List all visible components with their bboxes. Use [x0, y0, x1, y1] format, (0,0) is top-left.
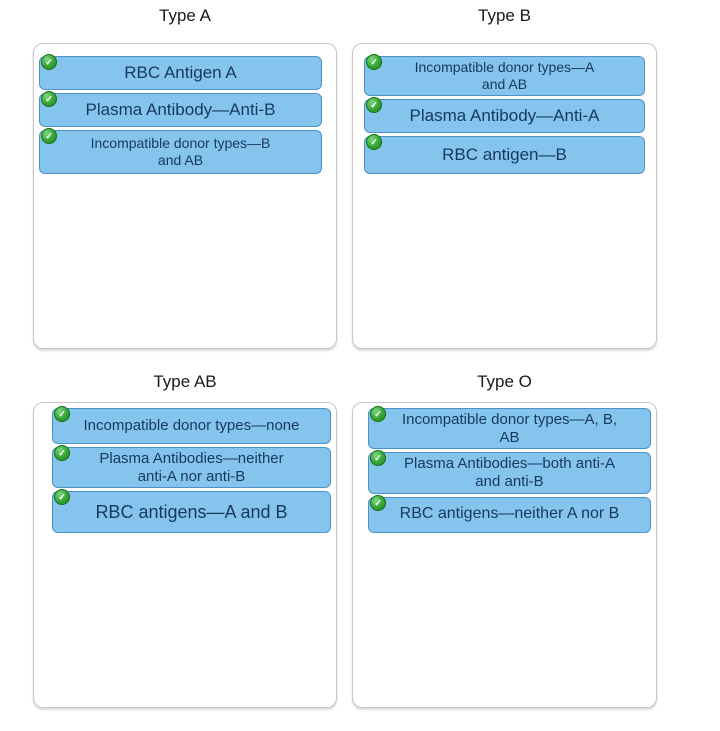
chip-stack: ✓ RBC Antigen A ✓ Plasma Antibody—Anti-B…: [34, 44, 336, 174]
check-circle-icon: ✓: [41, 91, 57, 107]
check-circle-icon: ✓: [54, 406, 70, 422]
check-circle-icon: ✓: [370, 406, 386, 422]
answer-chip-rbc-antigens-a-and-b[interactable]: ✓ RBC antigens—A and B: [52, 489, 331, 534]
chip-label: RBC Antigen A: [124, 62, 237, 82]
check-circle-icon: ✓: [41, 128, 57, 144]
check-circle-icon: ✓: [366, 134, 382, 150]
chip-label: Plasma Antibody—Anti-A: [409, 105, 600, 125]
panel-type-a: Type A ✓ RBC Antigen A ✓ Plasma Antibody…: [33, 6, 337, 349]
answer-chip-incompatible-a-b-ab[interactable]: ✓ Incompatible donor types—A, B, AB: [368, 406, 651, 450]
answer-chip-plasma-antibodies-both[interactable]: ✓ Plasma Antibodies—both anti-A and anti…: [368, 450, 651, 494]
panel-type-ab: Type AB ✓ Incompatible donor types—none …: [33, 372, 337, 708]
answer-chip-rbc-antigen-a[interactable]: ✓ RBC Antigen A: [39, 54, 322, 90]
check-circle-icon: ✓: [54, 489, 70, 506]
chip-label: Plasma Antibodies—both anti-A and anti-B: [404, 455, 615, 491]
chip-label: Plasma Antibodies—neither anti-A nor ant…: [99, 450, 284, 485]
dropzone-type-ab[interactable]: ✓ Incompatible donor types—none ✓ Plasma…: [33, 402, 337, 708]
answer-chip-plasma-antibody-anti-a[interactable]: ✓ Plasma Antibody—Anti-A: [364, 97, 645, 133]
chip-stack: ✓ Incompatible donor types—none ✓ Plasma…: [34, 403, 336, 534]
answer-chip-incompatible-a-ab[interactable]: ✓ Incompatible donor types—A and AB: [364, 54, 645, 96]
chip-label: Incompatible donor types—A, B, AB: [401, 411, 618, 446]
chip-label: Incompatible donor types—A and AB: [414, 59, 595, 92]
panel-type-o: Type O ✓ Incompatible donor types—A, B, …: [352, 372, 657, 708]
chip-stack: ✓ Incompatible donor types—A and AB ✓ Pl…: [353, 44, 656, 174]
answer-chip-plasma-antibodies-neither[interactable]: ✓ Plasma Antibodies—neither anti-A nor a…: [52, 445, 331, 489]
panel-title-type-b: Type B: [478, 6, 531, 25]
chip-label: RBC antigen—B: [442, 144, 567, 164]
check-circle-icon: ✓: [366, 97, 382, 113]
answer-chip-rbc-antigens-neither[interactable]: ✓ RBC antigens—neither A nor B: [368, 494, 651, 533]
check-circle-icon: ✓: [41, 54, 57, 70]
answer-chip-incompatible-b-ab[interactable]: ✓ Incompatible donor types—B and AB: [39, 128, 322, 174]
panel-type-b: Type B ✓ Incompatible donor types—A and …: [352, 6, 657, 349]
dropzone-type-b[interactable]: ✓ Incompatible donor types—A and AB ✓ Pl…: [352, 43, 657, 349]
check-circle-icon: ✓: [370, 494, 386, 511]
answer-chip-incompatible-none[interactable]: ✓ Incompatible donor types—none: [52, 406, 331, 444]
chip-label: Plasma Antibody—Anti-B: [85, 99, 276, 119]
panel-title-type-ab: Type AB: [153, 372, 217, 391]
panel-title-type-a: Type A: [159, 6, 211, 25]
check-circle-icon: ✓: [366, 54, 382, 70]
chip-stack: ✓ Incompatible donor types—A, B, AB ✓ Pl…: [353, 403, 656, 533]
answer-chip-plasma-antibody-anti-b[interactable]: ✓ Plasma Antibody—Anti-B: [39, 91, 322, 127]
chip-label: RBC antigens—neither A nor B: [399, 505, 620, 523]
chip-label: Incompatible donor types—B and AB: [90, 135, 271, 168]
dropzone-type-o[interactable]: ✓ Incompatible donor types—A, B, AB ✓ Pl…: [352, 402, 657, 708]
chip-label: RBC antigens—A and B: [95, 501, 288, 522]
chip-label: Incompatible donor types—none: [83, 417, 300, 435]
dropzone-type-a[interactable]: ✓ RBC Antigen A ✓ Plasma Antibody—Anti-B…: [33, 43, 337, 349]
answer-chip-rbc-antigen-b[interactable]: ✓ RBC antigen—B: [364, 134, 645, 174]
panel-title-type-o: Type O: [477, 372, 532, 391]
check-circle-icon: ✓: [54, 445, 70, 461]
check-circle-icon: ✓: [370, 450, 386, 467]
